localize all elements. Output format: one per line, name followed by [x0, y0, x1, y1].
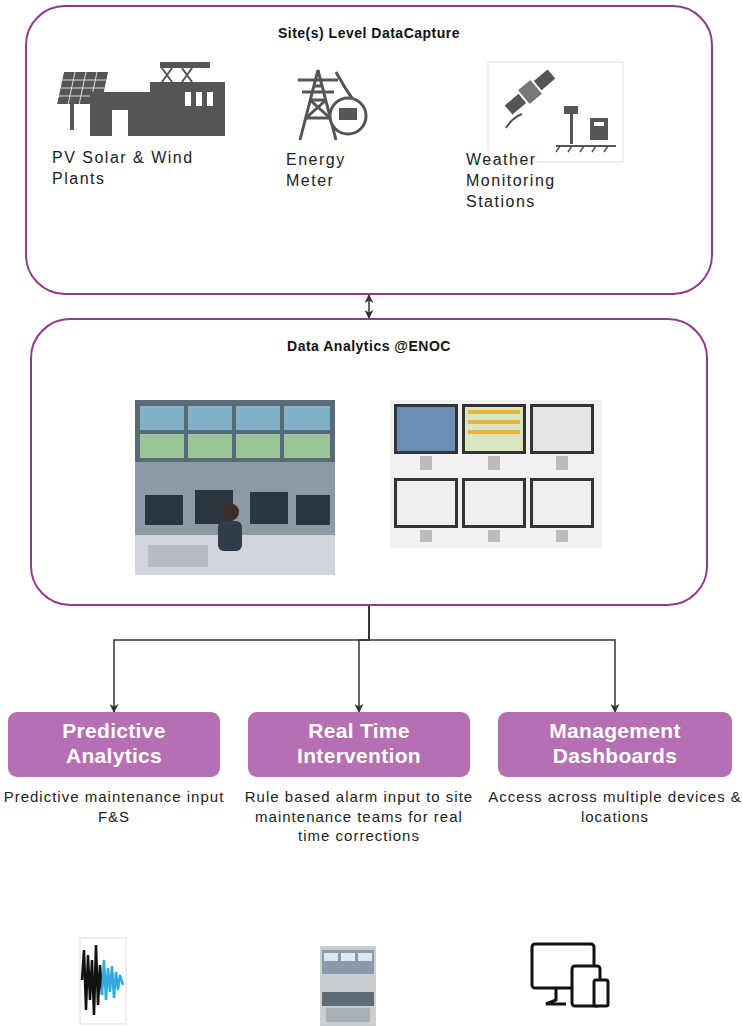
- icon-label: Weather Monitoring Stations: [466, 150, 596, 212]
- devices-icon: [532, 944, 608, 1006]
- energy-meter-icon: [298, 70, 366, 140]
- box-heading: Real Time Intervention: [275, 718, 443, 768]
- box-description: Access across multiple devices & locatio…: [488, 787, 742, 826]
- control-panel-photo: [320, 946, 376, 1026]
- icon-label: Energy Meter: [286, 150, 376, 192]
- output-box: Management DashboardsAccess across multi…: [498, 712, 732, 777]
- output-box: Predictive AnalyticsPredictive maintenan…: [8, 712, 220, 777]
- output-box: Real Time InterventionRule based alarm i…: [248, 712, 470, 777]
- waveform-icon: [80, 938, 126, 1024]
- weather-station-icon: [488, 62, 623, 162]
- panel-title: Data Analytics @ENOC: [32, 338, 706, 354]
- group-panel: Data Analytics @ENOC: [30, 318, 708, 606]
- box-heading: Management Dashboards: [531, 718, 699, 768]
- monitor-grid-photo: [390, 400, 602, 548]
- connector-arrow: [114, 606, 369, 712]
- box-description: Predictive maintenance input F&S: [0, 787, 230, 826]
- control-room-photo: [135, 400, 335, 575]
- connector-arrow: [368, 295, 370, 318]
- icon-label: PV Solar & Wind Plants: [52, 148, 222, 190]
- connector-arrow: [369, 606, 615, 712]
- box-heading: Predictive Analytics: [30, 718, 198, 768]
- solar-plant-icon: [57, 62, 225, 136]
- connector-arrow: [359, 606, 369, 712]
- panel-title: Site(s) Level DataCapture: [27, 25, 711, 41]
- box-description: Rule based alarm input to site maintenan…: [238, 787, 480, 846]
